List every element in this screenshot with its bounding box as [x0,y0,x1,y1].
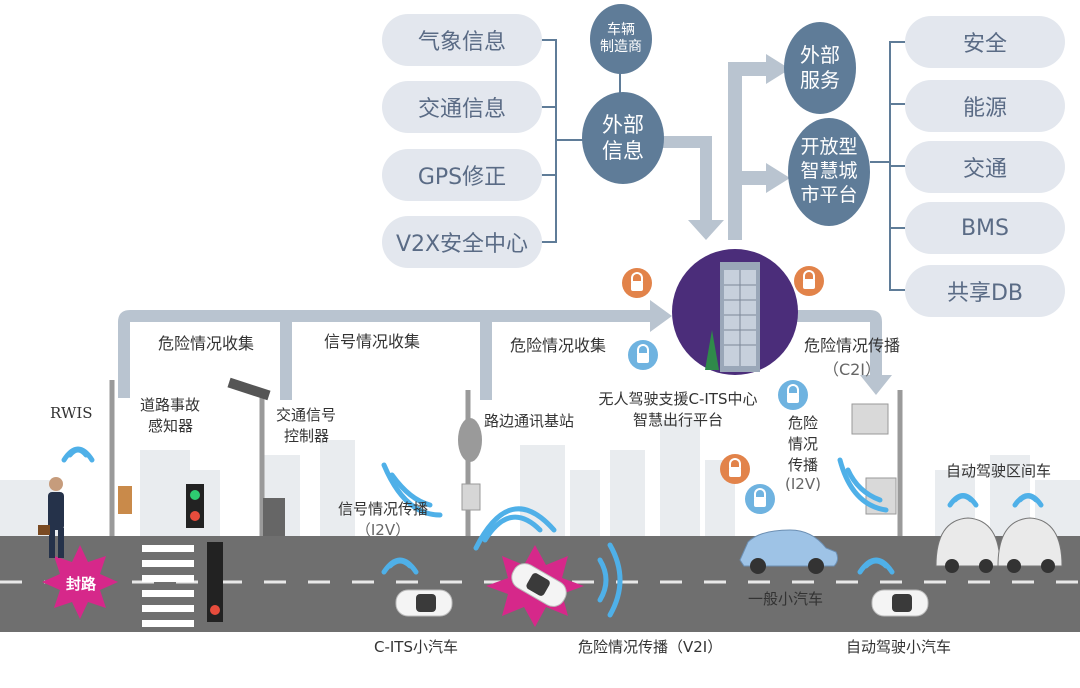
general-car [739,529,839,574]
info-source-v2x: V2X安全中心 [382,216,542,268]
center-label: 无人驾驶支援C-ITS中心 智慧出行平台 [594,388,762,430]
label-base-station: 路边通讯基站 [484,412,575,430]
hazard-c2i-line2: （C2I） [822,360,882,379]
lock-icon [778,380,808,410]
signal-controller-line1: 交通信号 [276,406,337,424]
open-platform-line2: 智慧城 [800,160,858,183]
crashed-car [511,563,567,607]
center-label-line1: 无人驾驶支援C-ITS中心 [598,390,758,408]
hazard-i2v-line1: 危险 [787,414,818,432]
label-v2i: 危险情况传播（V2I） [578,638,723,656]
lock-icon [794,266,824,296]
city-skyline [0,420,1080,540]
lock-icon [745,484,775,514]
autonomous-shuttles [935,517,1063,573]
accident-sensor-line1: 道路事故 [140,396,201,414]
label-autonomous-car: 自动驾驶小汽车 [846,638,952,656]
lock-icon [622,268,652,298]
signal-i2v-line1: 信号情况传播 [337,500,428,518]
label-accident-sensor: 道路事故 感知器 [140,394,200,436]
label-signal-controller: 交通信号 控制器 [276,404,336,446]
label-signal-collect: 信号情况收集 [324,332,421,351]
external-info-node: 外部信息 [582,92,664,184]
open-platform-line1: 开放型 [800,136,858,159]
label-autonomous-shuttle: 自动驾驶区间车 [946,462,1052,480]
accident-sensor-line2: 感知器 [148,417,194,435]
antenna-dish [458,418,482,462]
info-source-weather: 气象信息 [382,14,542,66]
service-energy: 能源 [905,80,1065,132]
label-hazard-c2i: 危险情况传播 （C2I） [796,332,908,380]
open-platform-node: 开放型智慧城市平台 [788,118,870,226]
service-safety: 安全 [905,16,1065,68]
pedestrian-figure [38,477,64,558]
info-connectors [540,39,905,291]
external-service-line2: 服务 [800,68,840,92]
service-bms: BMS [905,202,1065,254]
open-platform-line3: 市平台 [800,183,858,206]
building-icon [705,262,760,372]
wireless-signals [61,446,1044,618]
label-hazard-i2v: 危险 情况 传播 (I2V) [778,412,828,493]
external-service-node: 外部服务 [784,22,856,114]
label-road-closed: 封路 [66,575,97,593]
lock-icon [720,454,750,484]
road-closed-burst [42,545,118,619]
info-source-traffic: 交通信息 [382,81,542,133]
signal-i2v-line2: （I2V） [355,521,411,539]
hazard-i2v-line4: (I2V) [785,475,821,493]
hazard-i2v-line2: 情况 [787,435,818,453]
center-label-line2: 智慧出行平台 [632,411,723,429]
rsu-upper [851,403,889,435]
vehicle-signal [207,542,223,622]
label-hazard-collect-1: 危险情况收集 [158,334,255,353]
label-cits-car: C-ITS小汽车 [374,638,458,656]
controller-cabinet [263,498,285,536]
autonomous-car [871,589,929,617]
accident-sensor-box [118,486,132,514]
label-hazard-collect-2: 危险情况收集 [510,336,607,355]
external-info-line1: 外部 [602,112,644,137]
service-traffic: 交通 [905,141,1065,193]
cits-car [395,589,453,617]
signal-controller-line2: 控制器 [284,427,330,445]
label-signal-i2v: 信号情况传播 （I2V） [330,498,436,540]
hazard-c2i-line1: 危险情况传播 [803,336,900,355]
external-info-line2: 信息 [602,139,644,163]
signal-controller-head [227,377,271,401]
label-general-car: 一般小汽车 [748,590,824,608]
external-service-line1: 外部 [800,43,840,67]
label-rwis: RWIS [50,404,93,422]
flow-arrows [118,54,892,400]
info-source-gps: GPS修正 [382,149,542,201]
manufacturer-line2: 制造商 [600,39,642,55]
base-station-box [461,483,481,511]
roadside-poles [109,380,903,536]
service-shared-db: 共享DB [905,265,1065,317]
manufacturer-line1: 车辆 [607,21,635,38]
hazard-i2v-line3: 传播 [787,456,818,474]
crosswalk [142,545,194,627]
lock-icon [628,340,658,370]
manufacturer-node: 车辆制造商 [590,4,652,74]
